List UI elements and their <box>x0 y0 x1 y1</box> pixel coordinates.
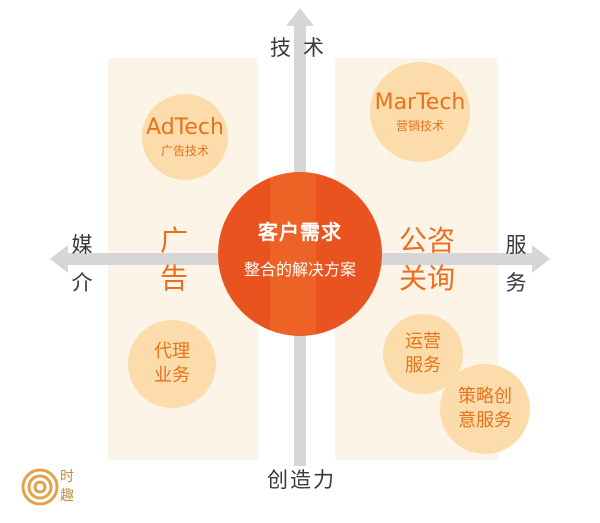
advertising-label: 广告 <box>159 224 188 295</box>
horizontal-axis-arrow-right <box>532 245 550 273</box>
horizontal-axis-arrow-left <box>50 245 68 273</box>
operation-service-label: 运营服务 <box>405 331 441 376</box>
adtech-title: AdTech <box>146 115 224 140</box>
axis-label-creativity: 创造力 <box>267 468 336 492</box>
logo-icon <box>21 468 59 506</box>
strategy-creative-label: 策略创意服务 <box>458 386 512 431</box>
vertical-axis-arrow-top <box>286 8 314 26</box>
adtech-subtitle: 广告技术 <box>160 144 209 158</box>
martech-title: MarTech <box>374 90 466 115</box>
logo-text: 时趣 <box>60 469 74 504</box>
adtech-circle: AdTech 广告技术 <box>142 94 228 180</box>
martech-subtitle: 营销技术 <box>395 119 444 133</box>
agency-business-circle: 代理业务 <box>128 320 216 408</box>
center-circle: 客户需求 整合的解决方案 <box>218 172 382 336</box>
martech-circle: MarTech 营销技术 <box>370 62 470 162</box>
axis-label-media: 媒介 <box>71 233 93 295</box>
operation-service-circle: 运营服务 <box>383 314 463 394</box>
axis-label-technology: 技术 <box>270 36 336 60</box>
strategy-creative-circle: 策略创意服务 <box>440 364 530 454</box>
center-subtitle: 整合的解决方案 <box>243 260 356 279</box>
center-stripe <box>270 172 316 336</box>
axis-label-service: 服务 <box>505 233 527 295</box>
agency-business-label: 代理业务 <box>154 341 190 386</box>
public-relations-label: 公咨关询 <box>398 224 455 295</box>
center-title: 客户需求 <box>258 220 342 244</box>
